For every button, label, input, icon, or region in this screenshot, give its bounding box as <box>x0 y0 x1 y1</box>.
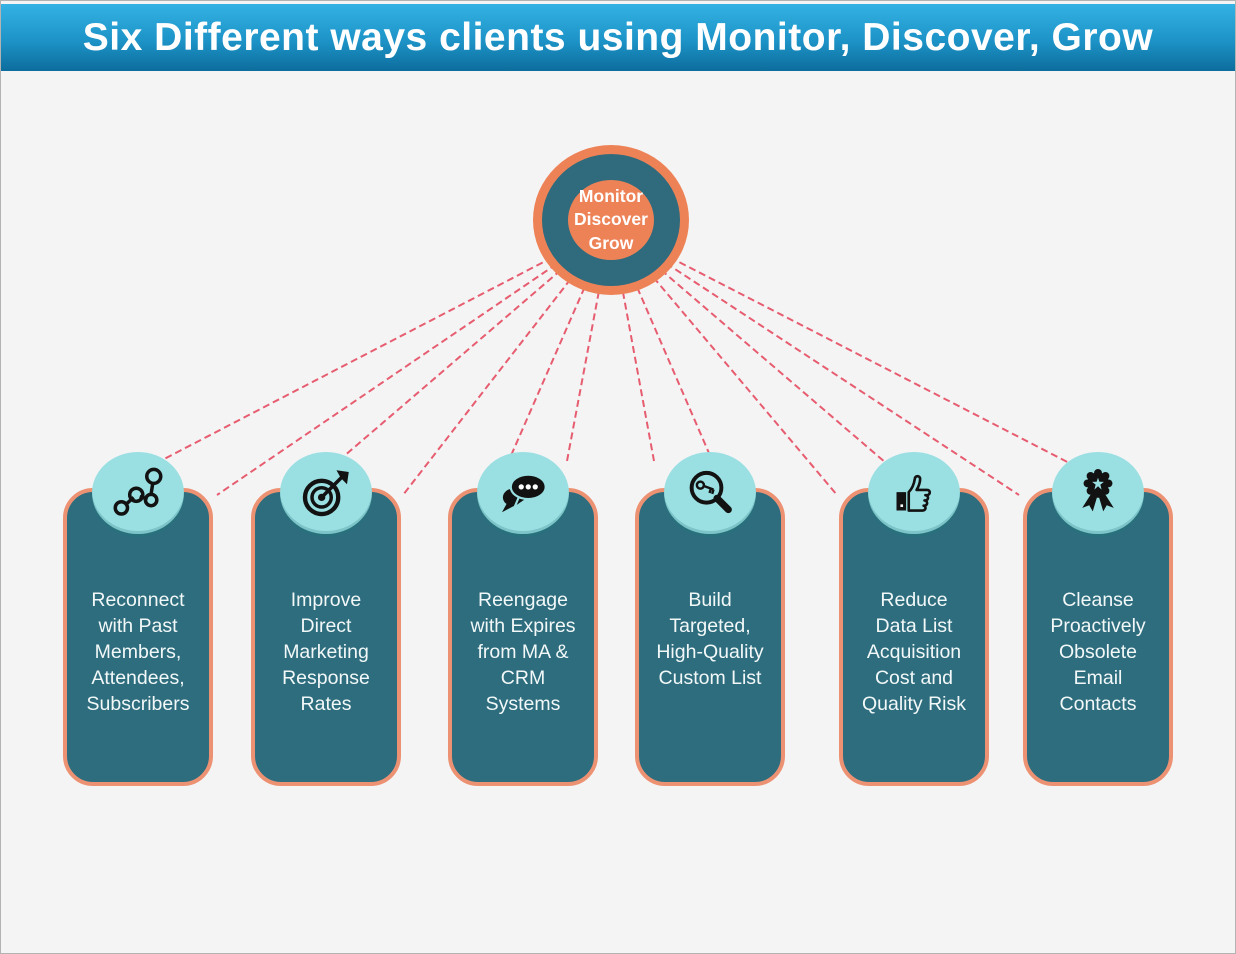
card-improve-response: Improve Direct Marketing Response Rates <box>251 452 401 786</box>
award-icon <box>1082 468 1114 512</box>
header-bar: Six Different ways clients using Monitor… <box>1 4 1235 71</box>
card-icon-badge <box>868 452 960 534</box>
card-icon-badge <box>664 452 756 534</box>
card-reengage: Reengage with Expires from MA & CRM Syst… <box>448 452 598 786</box>
search-key-icon <box>689 470 732 514</box>
card-text: Reduce Data List Acquisition Cost and Qu… <box>861 589 967 715</box>
thumbs-up-icon <box>896 474 932 512</box>
card-text: Build Targeted, High-Quality Custom List <box>656 589 764 689</box>
card-icon-badge <box>477 452 569 534</box>
center-node-label: Monitor Discover Grow <box>574 186 648 253</box>
card-reconnect: Reconnect with Past Members, Attendees, … <box>63 452 213 786</box>
target-icon <box>302 470 349 517</box>
center-node-core: Monitor Discover Grow <box>568 180 654 260</box>
card-text: Reengage with Expires from MA & CRM Syst… <box>470 589 576 715</box>
card-icon-badge <box>280 452 372 534</box>
card-icon-badge <box>92 452 184 534</box>
connector-line <box>140 226 612 472</box>
card-text: Improve Direct Marketing Response Rates <box>282 589 370 715</box>
network-icon <box>113 467 163 516</box>
chat-icon <box>502 473 547 513</box>
connector-line <box>610 226 1020 496</box>
page-title: Six Different ways clients using Monitor… <box>82 15 1154 59</box>
card-cleanse: Cleanse Proactively Obsolete Email Conta… <box>1023 452 1173 786</box>
card-text: Reconnect with Past Members, Attendees, … <box>86 589 190 715</box>
card-reduce-cost: Reduce Data List Acquisition Cost and Qu… <box>839 452 989 786</box>
center-node-ring: Monitor Discover Grow <box>542 154 680 286</box>
center-node: Monitor Discover Grow <box>533 145 689 295</box>
card-build-list: Build Targeted, High-Quality Custom List <box>635 452 785 786</box>
card-icon-badge <box>1052 452 1144 534</box>
connector-line <box>610 226 1082 470</box>
card-text: Cleanse Proactively Obsolete Email Conta… <box>1050 589 1146 715</box>
